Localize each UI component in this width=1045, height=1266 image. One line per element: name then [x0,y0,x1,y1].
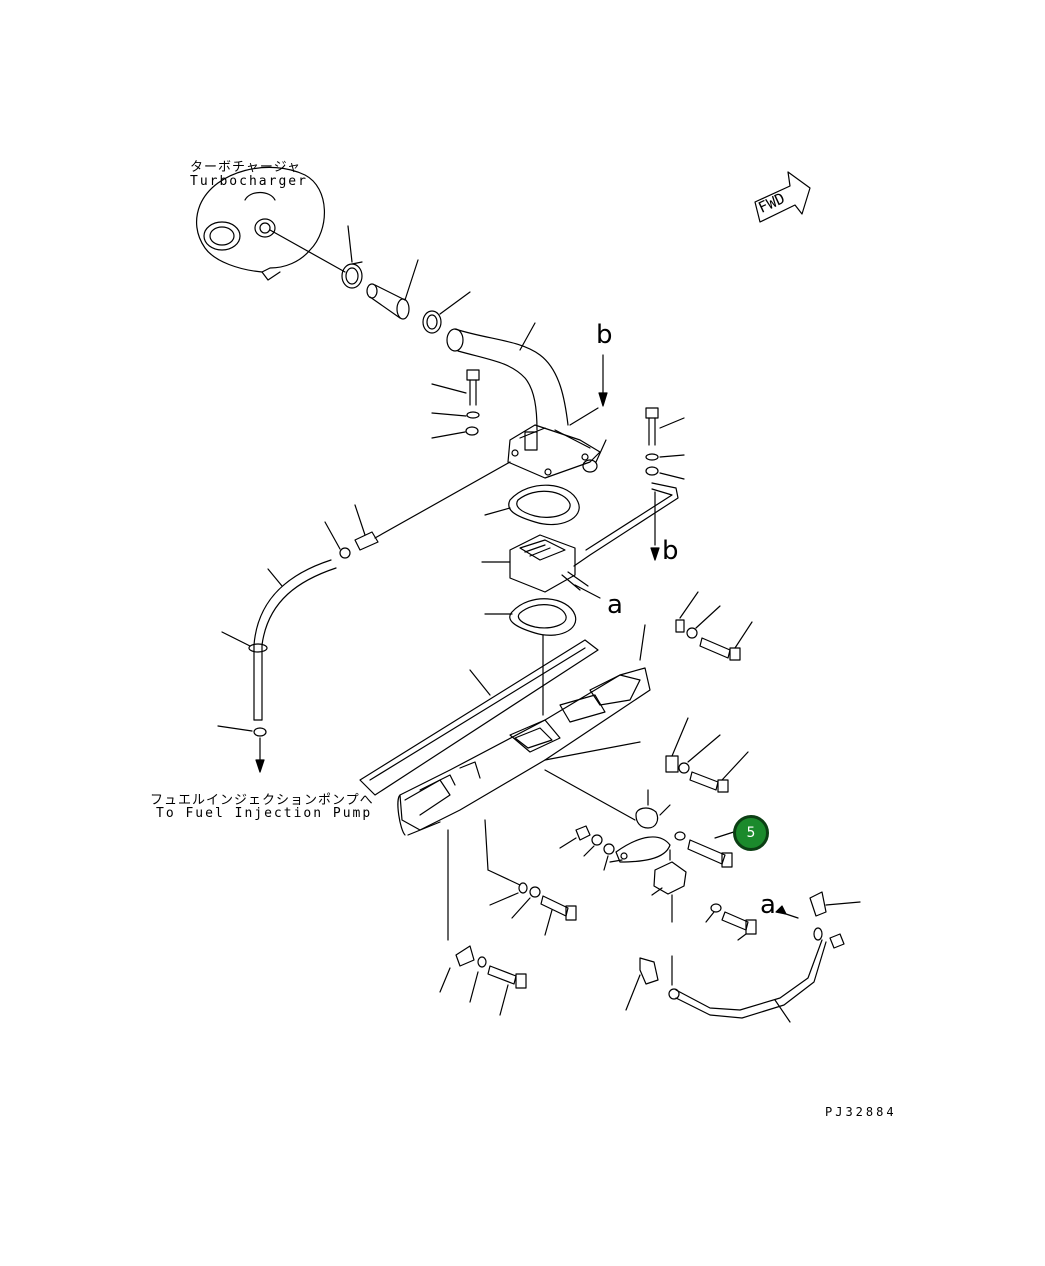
drawing-code: PJ32884 [825,1105,897,1119]
view-marker-b-top: b [596,320,613,350]
bolt-side [582,439,607,473]
bolt-set-right-1 [675,591,753,661]
rubber-hose [366,259,419,320]
turbocharger-label-jp: ターボチャージャ [190,160,301,175]
fuel-pump-label-jp: フュエルインジェクションポンプへ [150,793,374,808]
housing-block [481,534,601,599]
bolt-set-right-2 [665,717,749,793]
tube-connector [324,504,379,559]
bolt-set-middle [484,819,577,936]
turbocharger-drawing [195,166,325,281]
elbow-fitting-lower [625,957,659,1011]
hose-clamp-1 [341,225,363,289]
sensor-valve [651,849,757,941]
view-marker-a-mid: a [607,590,623,620]
bolt-upper-right [573,407,685,567]
boost-tube [217,559,337,773]
turbocharger-label-en: Turbocharger [190,174,308,189]
gasket-upper [484,484,580,526]
manifold-gasket [359,639,599,796]
fuel-pump-label-en: To Fuel Injection Pump [156,806,373,821]
exhaust-manifold [397,624,651,836]
nut-washer-left [559,825,615,871]
fwd-arrow [754,171,811,223]
view-marker-b-mid: b [662,536,679,566]
air-connector-elbow [446,322,601,479]
lower-tube [668,939,827,1023]
callout-badge[interactable]: 5 [733,815,769,851]
bolt-set-lower [439,829,527,1016]
hose-clamp-2 [422,291,471,334]
view-marker-a-lower: a [760,890,776,920]
gasket-lower [484,598,577,636]
spacer-bracket [609,789,741,868]
elbow-fitting-right [809,891,861,949]
bolt-upper-left [431,369,480,439]
